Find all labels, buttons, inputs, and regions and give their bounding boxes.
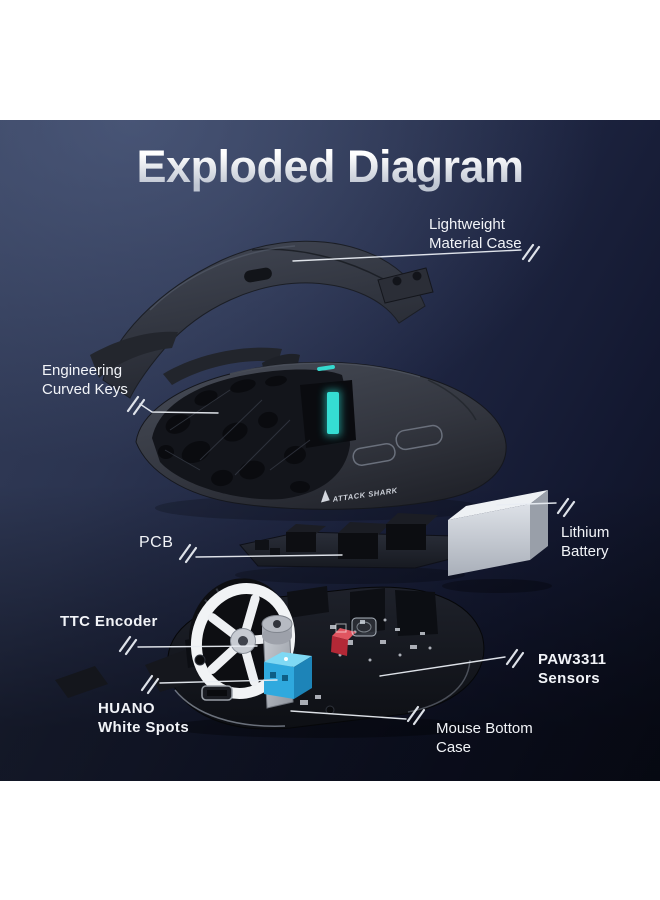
double-slash-icon — [178, 543, 198, 564]
double-slash-icon — [126, 395, 146, 416]
curved-keys-leader — [126, 395, 219, 416]
callout-line: PCB — [139, 534, 174, 551]
callout-line: HUANO — [98, 700, 155, 717]
switch-side — [294, 656, 312, 699]
callout-line: Battery — [561, 542, 609, 560]
key-blade-left — [163, 347, 282, 385]
sensor-lens — [351, 617, 377, 637]
callout-mouse-bottom-case: Mouse Bottom Case — [436, 720, 533, 758]
switch-front — [264, 662, 294, 699]
rgb-top-dash — [317, 365, 335, 371]
top-shell-slot — [244, 267, 272, 283]
callout-lithium-battery: Lithium Battery — [561, 524, 609, 562]
callout-leader-lines — [118, 243, 576, 726]
side-button-rear — [395, 424, 443, 451]
encoder-hole — [273, 620, 281, 628]
bottom-case-leader — [290, 705, 426, 726]
honeycomb-holes — [158, 375, 310, 493]
pcb-components — [300, 618, 432, 705]
top-shell-body — [102, 240, 426, 399]
bottom-assembly — [55, 578, 485, 730]
switch-top — [264, 652, 312, 667]
front-lip — [145, 650, 200, 692]
top-shell-part — [90, 240, 434, 399]
callout-paw3311-sensors: PAW3311 Sensors — [538, 651, 606, 689]
screw-post — [194, 654, 206, 666]
usb-port — [201, 685, 233, 701]
lithium-battery-leader — [496, 497, 576, 518]
shark-fin-icon — [320, 489, 330, 503]
pcb-switches — [255, 513, 438, 559]
callout-line: Lithium — [561, 524, 610, 541]
callout-pcb: PCB — [139, 533, 173, 553]
battery-front-face — [448, 504, 530, 576]
callout-line: Material Case — [429, 234, 522, 252]
double-slash-icon — [505, 648, 525, 669]
paw3311-leader — [379, 648, 525, 677]
callout-ttc-encoder: TTC Encoder — [60, 613, 158, 632]
callout-line: Mouse Bottom — [436, 720, 533, 737]
double-slash-icon — [556, 497, 576, 518]
battery-right-face — [530, 490, 548, 560]
double-slash-icon — [118, 635, 138, 656]
wheel-hub-center — [238, 636, 248, 646]
double-slash-icon — [521, 243, 541, 263]
loose-fragment — [55, 666, 108, 698]
callout-engineering-curved-keys: Engineering Curved Keys — [42, 362, 128, 400]
callout-line: PAW3311 — [538, 651, 607, 668]
top-shell-highlight — [149, 245, 296, 311]
callout-huano-white-spots: HUANO White Spots — [98, 700, 189, 738]
body-right-seam — [427, 379, 477, 421]
bracket-hole — [412, 271, 422, 281]
rgb-light-bar — [327, 392, 339, 434]
callout-lightweight-material-case: Lightweight Material Case — [429, 216, 522, 254]
double-slash-icon — [406, 705, 426, 726]
huano-switch-component — [264, 652, 312, 699]
callout-line: Engineering — [42, 362, 123, 379]
huano-leader — [140, 674, 278, 695]
pcb-leader — [178, 543, 343, 564]
case-rim-gloss-right — [407, 659, 471, 713]
top-shell-front-lip — [90, 331, 178, 378]
double-slash-icon — [140, 674, 160, 695]
callout-line: Lightweight — [429, 216, 505, 233]
red-switch-component — [331, 623, 356, 656]
callout-line: TTC Encoder — [60, 613, 158, 630]
lightweight-case-leader — [292, 243, 541, 263]
case-rim-gloss-left — [174, 689, 286, 727]
skeleton-struts — [164, 389, 311, 476]
pcb-part — [239, 513, 463, 569]
callout-line: Case — [436, 738, 472, 756]
callout-line: Sensors — [538, 669, 600, 687]
side-button-front — [352, 442, 396, 466]
ttc-encoder-leader — [118, 635, 258, 656]
white-spot — [284, 657, 288, 661]
bracket-hole — [392, 276, 402, 286]
callout-line: Curved Keys — [42, 380, 128, 398]
callout-line: White Spots — [98, 718, 190, 736]
page-title: Exploded Diagram — [0, 141, 660, 193]
main-body-part: ATTACK SHARK — [135, 361, 507, 510]
screw-post — [325, 705, 335, 715]
main-body-top-rim — [229, 362, 421, 378]
